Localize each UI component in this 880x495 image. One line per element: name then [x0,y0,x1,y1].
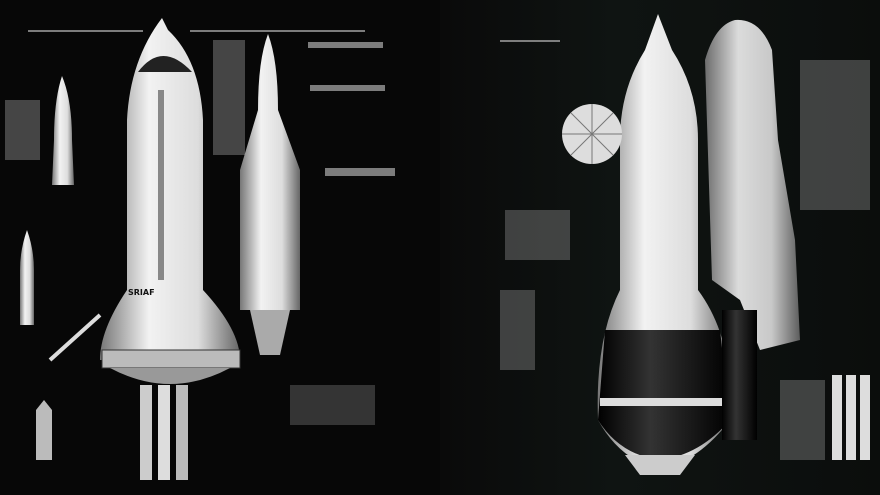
annotation-block [310,85,385,91]
annotation-line [190,30,365,32]
annotation-block [213,40,245,155]
left-blueprint-panel [0,0,440,495]
annotation-block [505,210,570,260]
annotation-block [800,60,870,210]
annotation-block [780,380,825,460]
annotation-block [500,290,535,370]
secondary-rocket-left [240,34,300,355]
annotation-line [500,40,560,42]
station-module-right [705,19,800,440]
small-rockets-left [20,76,102,460]
rocket-body-label: SRIAF [128,288,155,297]
annotation-block [308,42,383,48]
annotation-line [28,30,143,32]
main-rocket-left [100,18,241,480]
annotation-block [290,385,375,425]
annotation-block [5,100,40,160]
main-rocket-right [597,14,731,475]
annotation-block [325,168,395,176]
cylinders-right [832,375,870,460]
